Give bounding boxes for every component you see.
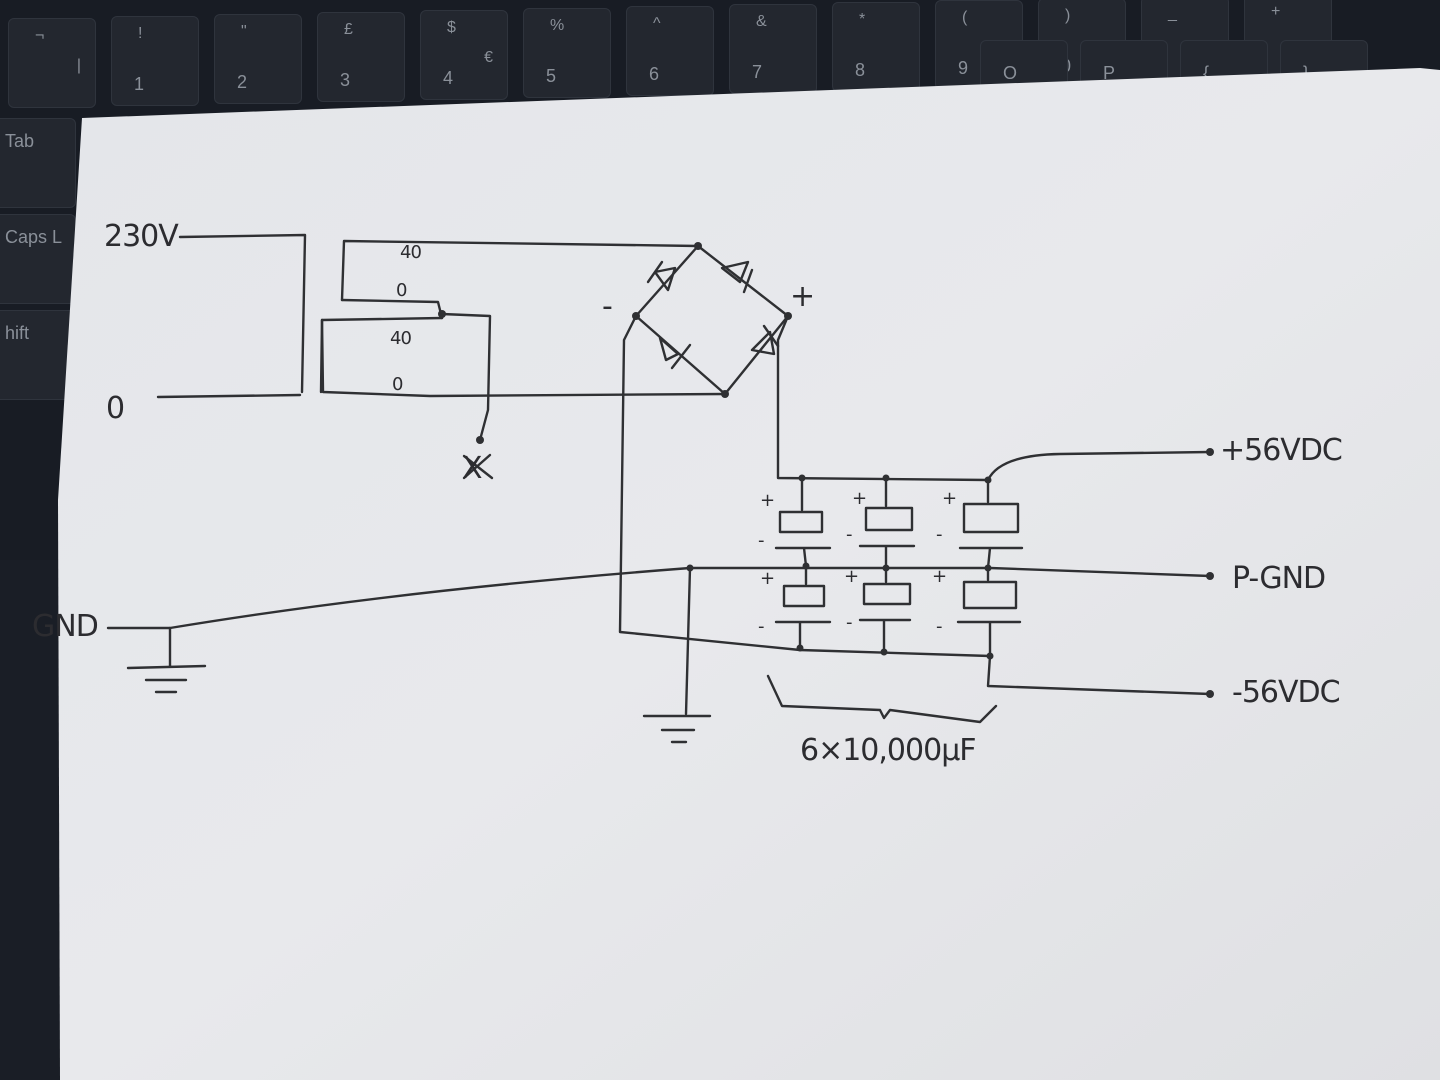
input-neutral-label: 0 (106, 391, 124, 426)
keyboard-side-key[interactable]: Tab (0, 118, 76, 208)
key-shift-glyph: _ (1168, 5, 1177, 22)
secondary-label-2: 0 (396, 280, 407, 301)
key-altgr-glyph: | (76, 57, 81, 74)
positive-output-label: +56VDC (1220, 433, 1342, 468)
key-shift-glyph: ! (138, 25, 143, 42)
bridge-minus-label: - (602, 289, 612, 324)
capacitor-note: 6×10,000μF (800, 733, 976, 768)
keyboard-key[interactable]: ^6 (626, 6, 714, 96)
cap-plus-mark: + (760, 568, 774, 589)
key-main-glyph: 8 (855, 60, 866, 80)
input-hot-label: 230V (104, 219, 179, 254)
gnd-label: GND (32, 609, 98, 644)
key-main-glyph: 1 (134, 74, 145, 94)
cap-plus-mark: + (942, 488, 956, 509)
cap-minus-mark: - (758, 530, 764, 551)
ground-output-label: P-GND (1232, 561, 1325, 596)
key-main-glyph: O (1003, 63, 1018, 83)
cap-plus-mark: + (932, 566, 946, 587)
key-main-glyph: Caps L (5, 227, 63, 247)
negative-output-label: -56VDC (1232, 675, 1340, 710)
secondary-label-3: 40 (390, 328, 411, 349)
diode (646, 260, 677, 292)
cap-minus-mark: - (846, 524, 852, 545)
secondary-label-4: 0 (392, 374, 403, 395)
earth-symbol (126, 626, 207, 694)
capacitor-polarity-marks: + - + - + - + - + - + - (758, 488, 957, 637)
key-main-glyph: { (1203, 63, 1210, 83)
keyboard-key[interactable]: *8 (832, 2, 920, 92)
keyboard-key[interactable]: "2 (214, 14, 302, 104)
key-shift-glyph: ^ (653, 15, 661, 32)
transformer-secondary (320, 310, 727, 444)
keyboard-key[interactable]: %5 (523, 8, 611, 98)
key-shift-glyph: + (1271, 3, 1281, 20)
diode (750, 324, 780, 356)
diode (658, 336, 692, 370)
key-main-glyph: 7 (752, 62, 763, 82)
key-main-glyph: P (1103, 63, 1116, 83)
key-shift-glyph: ) (1065, 7, 1071, 24)
keyboard-side-key[interactable]: Caps L (0, 214, 76, 304)
key-altgr-glyph: € (484, 49, 493, 66)
key-shift-glyph: % (550, 17, 565, 34)
key-main-glyph: 9 (958, 58, 969, 78)
key-shift-glyph: ¬ (35, 27, 45, 44)
diode (720, 260, 754, 294)
secondary-label-1: 40 (400, 242, 421, 263)
key-shift-glyph: " (241, 23, 247, 40)
key-main-glyph: 3 (340, 70, 351, 90)
key-shift-glyph: * (859, 11, 866, 28)
key-shift-glyph: $ (447, 19, 456, 36)
keyboard-key[interactable]: $4 € (420, 10, 508, 100)
ground-rail (106, 562, 1214, 716)
key-main-glyph: 6 (649, 64, 660, 84)
centre-tap-mark (462, 453, 494, 480)
keyboard-key[interactable]: ¬| (8, 18, 96, 108)
key-main-glyph: Tab (5, 131, 35, 151)
cap-minus-mark: - (846, 612, 852, 633)
key-main-glyph: hift (5, 323, 30, 343)
cap-plus-mark: + (852, 488, 866, 509)
keyboard-side-key[interactable]: hift (0, 310, 76, 400)
centre-tap-text: X (462, 451, 482, 486)
keyboard-key[interactable]: £3 (317, 12, 405, 102)
key-shift-glyph: ( (962, 9, 968, 26)
cap-minus-mark: - (936, 616, 942, 637)
keyboard-key[interactable]: &7 (729, 4, 817, 94)
key-shift-glyph: £ (344, 21, 353, 38)
transformer-primary (156, 233, 700, 399)
key-main-glyph: 5 (546, 66, 557, 86)
cap-plus-mark: + (760, 490, 774, 511)
keyboard-key[interactable]: !1 (111, 16, 199, 106)
key-main-glyph: 2 (237, 72, 248, 92)
bridge-plus-label: + (790, 279, 814, 314)
paper-sheet (58, 68, 1440, 1080)
cap-plus-mark: + (844, 566, 858, 587)
capacitor-bank (766, 476, 1024, 724)
cap-minus-mark: - (936, 524, 942, 545)
earth-symbol (642, 714, 712, 744)
key-shift-glyph: & (756, 13, 767, 30)
cap-minus-mark: - (758, 616, 764, 637)
key-main-glyph: 4 (443, 68, 454, 88)
negative-rail (618, 314, 1214, 698)
